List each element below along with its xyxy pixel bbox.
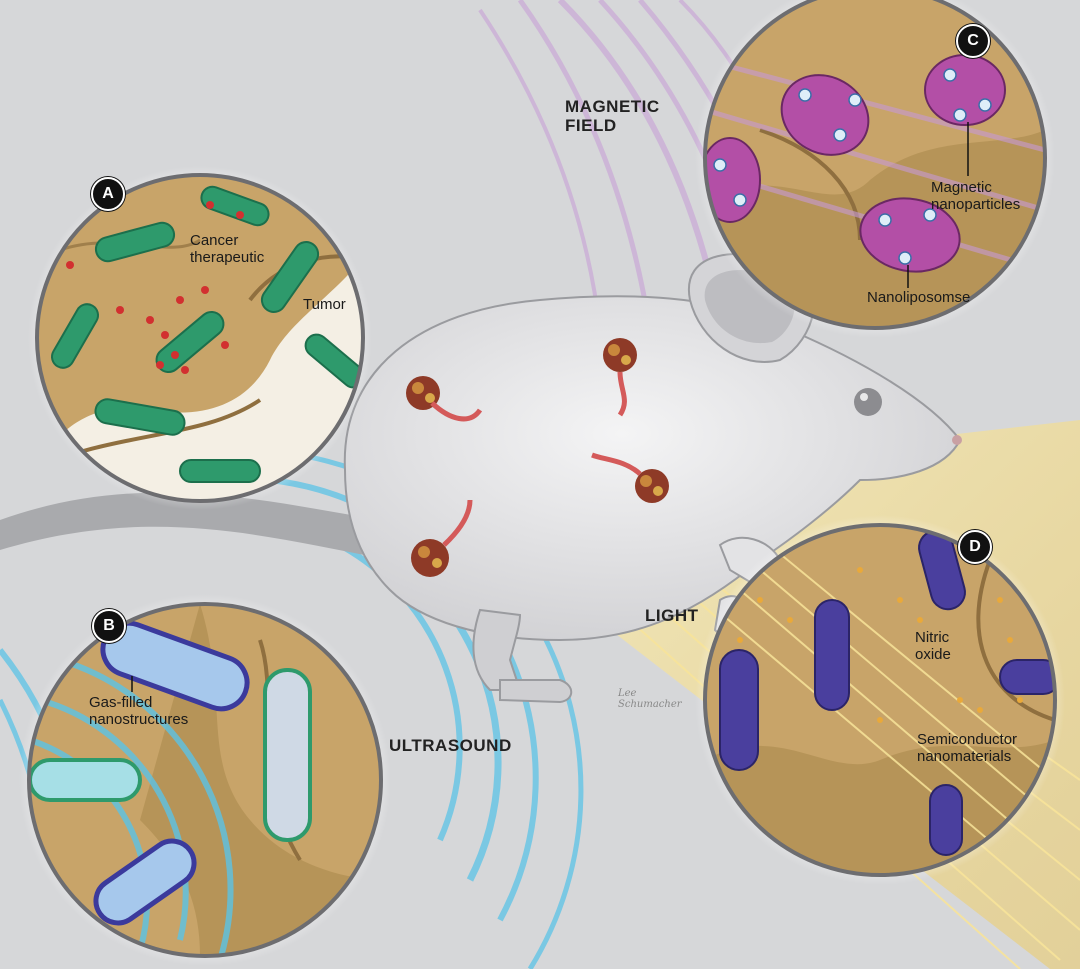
artist-signature: Lee Schumacher <box>618 688 682 710</box>
mouse-tail <box>0 492 390 560</box>
panel-a-badge: A <box>91 177 125 211</box>
artist-signature-line-2: Schumacher <box>618 699 682 710</box>
nanoliposome-label: Nanoliposomse <box>867 289 971 306</box>
magnetic-field-label: MAGNETIC FIELD <box>565 97 660 135</box>
panel-b-frame <box>27 602 383 958</box>
artist-signature-line-1: Lee <box>618 688 637 699</box>
semiconductor-nanomaterials-label: Semiconductor nanomaterials <box>917 731 1018 766</box>
panel-c-badge: C <box>956 24 990 58</box>
magnetic-field-label-line-2: FIELD <box>565 116 617 136</box>
cancer-therapeutic-label: Cancer therapeutic <box>190 232 265 267</box>
magnetic-nanoparticles-line-1: Magnetic <box>931 179 992 196</box>
nitric-oxide-label: Nitric oxide <box>915 629 951 664</box>
panel-b-badge: B <box>92 609 126 643</box>
panel-d-art <box>705 525 1055 875</box>
panel-c-frame <box>703 0 1047 330</box>
semiconductor-line-2: nanomaterials <box>917 747 1012 765</box>
panel-c-art <box>705 0 1045 328</box>
gas-filled-nanostructures-label: Gas-filled nanostructures <box>89 694 189 729</box>
panel-d-badge: D <box>958 530 992 564</box>
ultrasound-label: ULTRASOUND <box>389 736 512 755</box>
light-label: LIGHT <box>645 606 699 625</box>
tumor-label: Tumor <box>303 296 346 313</box>
callout-lines <box>131 122 969 692</box>
gas-filled-line-1: Gas-filled <box>89 694 153 711</box>
panel-d-frame <box>703 523 1057 877</box>
mouse-tumors <box>406 338 669 577</box>
gas-filled-line-2: nanostructures <box>89 710 189 728</box>
magnetic-nanoparticles-label: Magnetic nanoparticles <box>931 179 1021 214</box>
nitric-oxide-line-1: Nitric <box>915 629 950 646</box>
cancer-therapeutic-line-2: therapeutic <box>190 248 265 266</box>
magnetic-nanoparticles-line-2: nanoparticles <box>931 195 1021 213</box>
semiconductor-line-1: Semiconductor <box>917 731 1018 748</box>
panel-a-art <box>37 175 363 501</box>
panel-b-art <box>29 604 381 956</box>
cancer-therapeutic-line-1: Cancer <box>190 232 239 249</box>
magnetic-field-label-line-1: MAGNETIC <box>565 97 660 116</box>
nitric-oxide-line-2: oxide <box>915 645 951 663</box>
panel-a-frame <box>35 173 365 503</box>
